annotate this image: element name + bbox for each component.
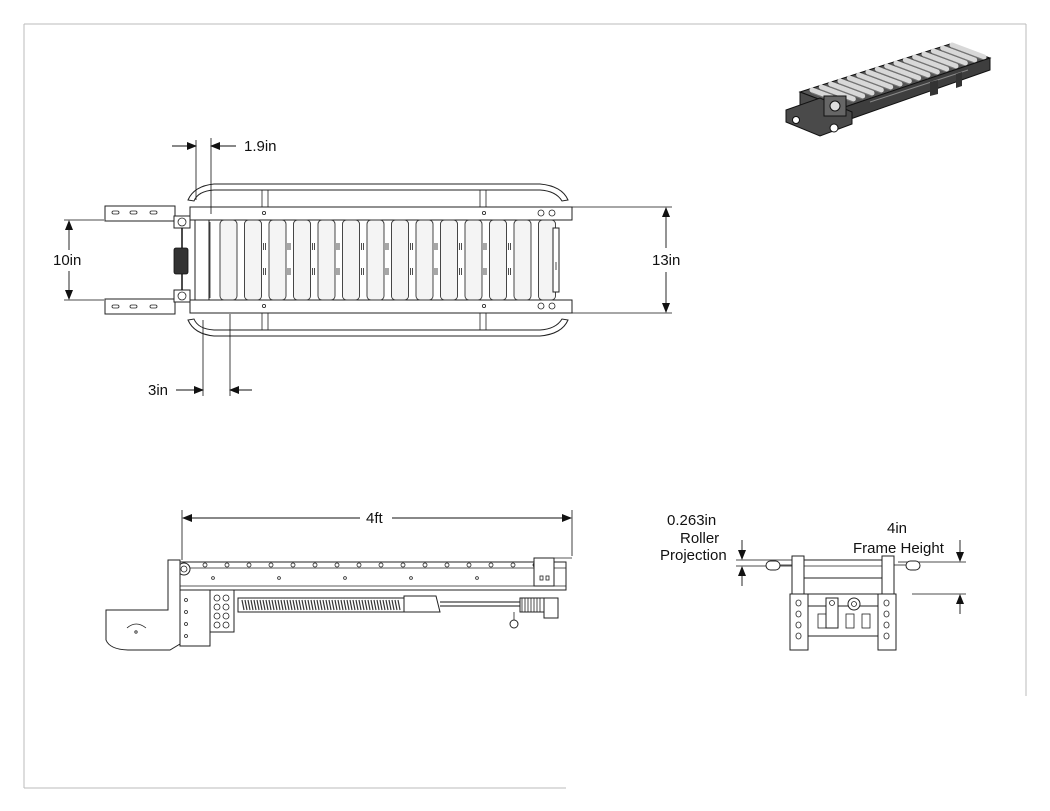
roller xyxy=(317,219,336,301)
side-rail xyxy=(179,561,567,591)
drawing-border xyxy=(23,23,1027,789)
side-frame-top xyxy=(189,206,573,221)
dim-frame-height-value: 4in xyxy=(887,520,907,537)
dim-offset: 1.9in xyxy=(172,138,277,214)
dim-length-label: 4ft xyxy=(366,510,384,527)
side-frame-bottom xyxy=(189,299,573,314)
mount-plate xyxy=(105,559,181,651)
dim-offset-label: 1.9in xyxy=(244,138,277,155)
roller xyxy=(293,219,311,301)
dim-outer-width-label: 13in xyxy=(652,252,680,269)
roller xyxy=(415,219,434,301)
dim-outer-width: 13in xyxy=(572,206,680,314)
dim-roller-projection-line2: Projection xyxy=(660,547,727,564)
isometric-render-icon xyxy=(785,42,992,137)
spring-coil xyxy=(241,599,401,611)
dim-frame-height-label: Frame Height xyxy=(853,540,945,557)
dim-guide-gap-label: 3in xyxy=(148,382,168,399)
top-view: 1.9in 10in 13in 3in xyxy=(53,138,680,399)
roller xyxy=(342,219,360,301)
end-view: 0.263in Roller Projection 4in Frame Heig… xyxy=(660,512,966,651)
guide-rail-bottom xyxy=(187,312,569,337)
side-view: 4ft xyxy=(105,510,573,651)
dim-guide-gap: 3in xyxy=(148,314,252,399)
dim-inner-width: 10in xyxy=(53,219,104,301)
dim-roller-projection-value: 0.263in xyxy=(667,512,716,529)
roller xyxy=(464,219,483,301)
roller xyxy=(268,219,287,301)
dim-inner-width-label: 10in xyxy=(53,252,81,269)
roller xyxy=(513,219,532,301)
roller xyxy=(440,219,458,301)
end-stop xyxy=(552,227,560,293)
roller xyxy=(366,219,385,301)
mount-bracket-left xyxy=(104,205,211,315)
roller xyxy=(391,219,409,301)
roller xyxy=(244,219,262,301)
side-roller-tops xyxy=(202,562,545,580)
roller xyxy=(489,219,507,301)
roller-bed xyxy=(219,219,556,301)
dim-length: 4ft xyxy=(181,510,573,560)
roller xyxy=(219,219,238,301)
guide-rail-top xyxy=(187,183,569,208)
dim-roller-projection-line1: Roller xyxy=(680,530,719,547)
